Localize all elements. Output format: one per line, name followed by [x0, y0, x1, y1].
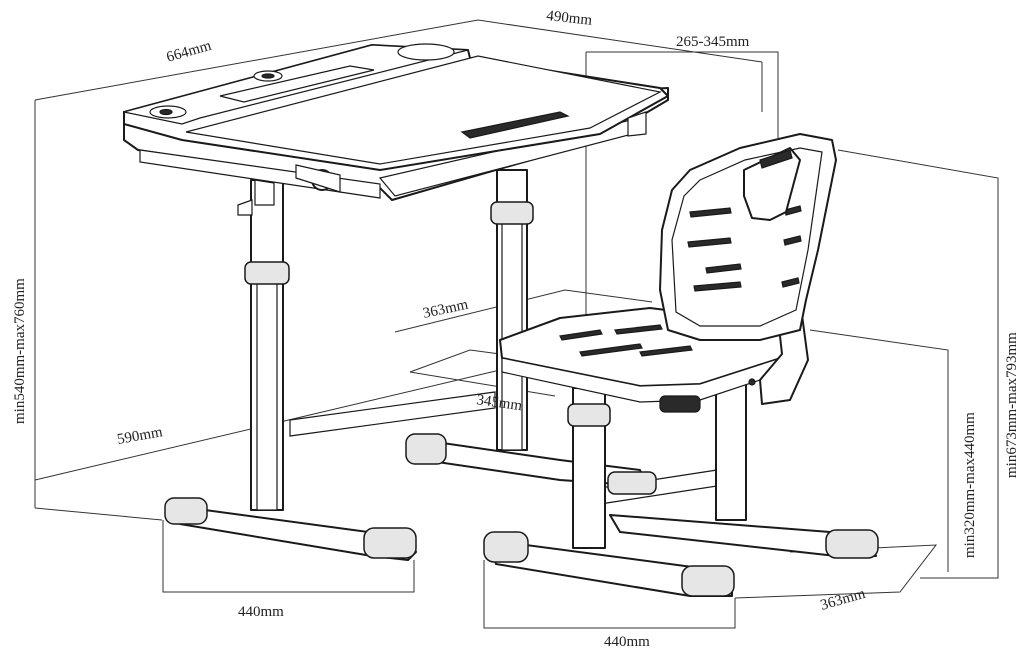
dim-desk-depth: 490mm	[546, 8, 594, 29]
dim-seat-width: 345mm	[475, 392, 523, 414]
dim-seat-height: min320mm-max440mm	[962, 412, 978, 558]
chair-rear-leg	[715, 379, 747, 521]
chair-front-right-foot-cap	[681, 565, 735, 597]
cup-holder	[397, 43, 455, 61]
chair-height-clamp	[567, 403, 611, 427]
dim-desk-width: 664mm	[165, 38, 214, 66]
dim-desk-base-length: 590mm	[116, 424, 164, 448]
dim-chair-foot-depth: 363mm	[819, 586, 868, 614]
desk	[123, 43, 669, 561]
desk-left-height-clamp	[244, 261, 290, 285]
backrest-bracket	[743, 147, 801, 221]
dim-desk-height: min540mm-max760mm	[12, 278, 28, 424]
dim-chair-foot-width: 440mm	[604, 634, 650, 650]
desk-tilt-panel	[185, 55, 662, 165]
dim-desk-foot-width: 440mm	[238, 604, 284, 620]
bag-hook-icon	[237, 199, 253, 216]
desk-front-right-foot-cap	[363, 527, 417, 559]
desk-right-height-clamp	[490, 201, 534, 225]
chair	[483, 133, 879, 597]
dim-seat-depth: 363mm	[422, 297, 470, 322]
book-stopper	[460, 111, 570, 139]
chair-back-foot-cap	[825, 529, 879, 559]
chair-front-left-foot-cap	[483, 531, 529, 563]
dim-chair-height: min673mm-max793mm	[1004, 332, 1020, 478]
dim-tilt-range: 265-345mm	[676, 34, 750, 50]
desk-front-left-foot-cap	[164, 497, 208, 525]
desk-back-foot-cap	[405, 433, 447, 465]
dimension-lines	[34, 19, 999, 629]
seat-depth-knob-icon	[659, 395, 701, 413]
pencil-slot	[219, 65, 375, 103]
